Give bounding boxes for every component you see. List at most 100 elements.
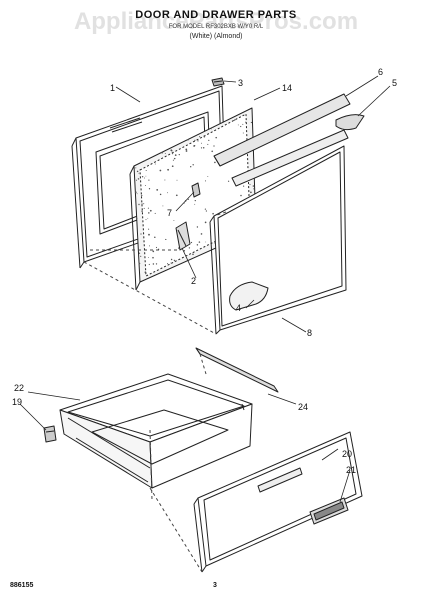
- speckle-dot: [187, 198, 189, 201]
- speckle-dot: [196, 244, 199, 246]
- callout-8: 8: [307, 328, 312, 338]
- speckle-dot: [149, 245, 150, 247]
- speckle-dot: [156, 189, 159, 191]
- speckle-dot: [233, 119, 236, 121]
- speckle-dot: [159, 193, 162, 196]
- speckle-dot: [211, 150, 213, 153]
- speckle-dot: [190, 166, 192, 168]
- speckle-dot: [148, 228, 150, 230]
- speckle-dot: [141, 175, 144, 178]
- part-6-door-handle[interactable]: [213, 93, 351, 187]
- part-5-handle-end-cap[interactable]: [335, 114, 365, 131]
- speckle-dot: [170, 262, 172, 264]
- speckle-dot: [175, 194, 178, 197]
- speckle-dot: [196, 226, 199, 228]
- speckle-dot: [242, 132, 244, 134]
- speckle-dot: [159, 169, 162, 172]
- speckle-dot: [167, 262, 169, 265]
- part-22-drawer-box[interactable]: [59, 373, 253, 489]
- speckle-dot: [185, 148, 188, 151]
- part-2-door-hinge[interactable]: [175, 221, 191, 251]
- speckle-dot: [145, 175, 147, 177]
- speckle-dot: [171, 150, 173, 152]
- speckle-dot: [207, 143, 209, 145]
- speckle-dot: [199, 136, 201, 138]
- callout-20: 20: [342, 449, 352, 459]
- callout-22: 22: [14, 383, 24, 393]
- speckle-dot: [197, 140, 199, 142]
- speckle-dot: [253, 188, 254, 190]
- speckle-dot: [141, 194, 143, 197]
- speckle-dot: [167, 168, 169, 171]
- callout-2: 2: [191, 276, 196, 286]
- speckle-dot: [143, 203, 145, 205]
- watermark-text: AppliancePartsPros.com: [73, 8, 359, 35]
- speckle-dot: [144, 177, 145, 179]
- speckle-dot: [135, 217, 138, 220]
- speckle-dot: [152, 263, 155, 265]
- speckle-dot: [194, 203, 196, 205]
- callout-1: 1: [110, 83, 115, 93]
- part-19-screw[interactable]: [43, 425, 57, 443]
- speckle-dot: [138, 203, 140, 206]
- speckle-dot: [136, 170, 139, 173]
- speckle-dot: [135, 167, 137, 169]
- door-assembly-guide-lines: [83, 211, 227, 335]
- speckle-dot: [173, 220, 175, 222]
- part-24-drawer-slide-rail[interactable]: [195, 347, 279, 393]
- diagram-subtitle-model: FOR MODEL RF302BXB W/Y0 R/L: [168, 24, 264, 30]
- speckle-dot: [141, 203, 143, 205]
- speckle-dot: [203, 135, 206, 138]
- speckle-dot: [188, 247, 191, 249]
- speckle-dot: [192, 253, 194, 256]
- speckle-dot: [148, 179, 150, 181]
- speckle-dot: [149, 209, 152, 212]
- speckle-dot: [138, 172, 140, 174]
- diagram-title: DOOR AND DRAWER PARTS: [135, 9, 297, 21]
- speckle-dot: [155, 246, 158, 249]
- speckle-dot: [162, 205, 164, 207]
- part-3-screw[interactable]: [211, 77, 225, 87]
- speckle-dot: [237, 124, 239, 126]
- part-7-hinge-clip[interactable]: [191, 182, 201, 198]
- speckle-dot: [138, 252, 141, 254]
- speckle-dot: [198, 241, 201, 243]
- speckle-dot: [200, 233, 203, 235]
- part-4-panel-label[interactable]: [229, 281, 269, 311]
- speckle-dot: [190, 241, 193, 244]
- callout-7: 7: [167, 208, 172, 218]
- callout-numbers: 1 3 14 6 5 7 2 4 8 22 19 24 20 21: [12, 67, 397, 475]
- speckle-dot: [145, 219, 147, 221]
- speckle-dot: [172, 153, 174, 155]
- part-21-drawer-handle-insert[interactable]: [309, 497, 349, 525]
- speckle-dot: [183, 250, 186, 252]
- speckle-dot: [134, 191, 137, 194]
- speckle-dot: [148, 263, 150, 266]
- speckle-dot: [205, 210, 208, 212]
- speckle-dot: [194, 199, 196, 202]
- speckle-dot: [144, 159, 146, 162]
- speckle-dot: [174, 154, 177, 156]
- callout-6: 6: [378, 67, 383, 77]
- speckle-dot: [148, 212, 150, 214]
- speckle-dot: [205, 241, 207, 243]
- speckle-dot: [212, 127, 214, 128]
- speckle-dot: [144, 185, 146, 186]
- speckle-dot: [154, 236, 156, 239]
- diagram-subtitle-colors: (White) (Almond): [189, 33, 243, 40]
- speckle-dot: [147, 207, 149, 209]
- speckle-dot: [201, 142, 202, 144]
- speckle-dot: [215, 136, 217, 139]
- drawer-assembly-guide-lines: [149, 353, 207, 573]
- speckle-dot: [194, 139, 196, 141]
- speckle-dot: [148, 256, 150, 258]
- speckle-dot: [164, 179, 166, 181]
- speckle-dot: [170, 258, 173, 261]
- speckle-dot: [147, 217, 149, 219]
- speckle-dot: [173, 259, 176, 262]
- speckle-dot: [204, 221, 207, 224]
- speckle-dot: [202, 147, 205, 149]
- part-20-drawer-front-panel[interactable]: [193, 431, 363, 573]
- speckle-dot: [213, 145, 215, 147]
